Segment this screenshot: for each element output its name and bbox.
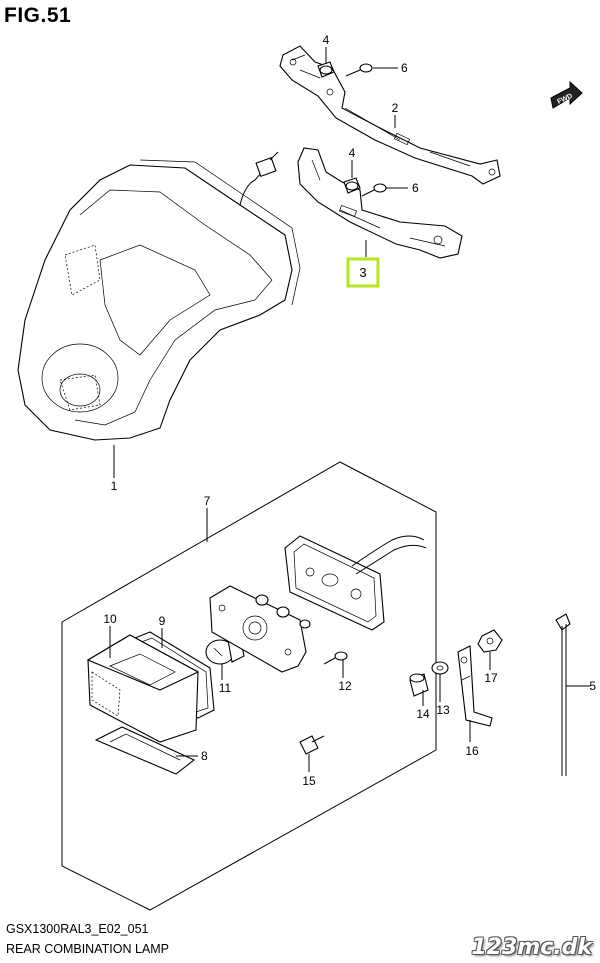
part-3-bracket: [297, 147, 463, 259]
part-1-rear-lamp: [17, 151, 301, 441]
part-4-bolt-upper: [317, 61, 335, 78]
callout-8: 8: [201, 749, 208, 763]
callout-11: 11: [219, 681, 232, 695]
callout-3: 3: [359, 265, 366, 280]
diagram-name: REAR COMBINATION LAMP: [6, 942, 169, 956]
callout-4-upper: 4: [323, 33, 330, 47]
part-5-cable-tie: [555, 613, 571, 776]
part-12-screw: [323, 651, 348, 665]
part-4-bolt-lower: [343, 177, 361, 194]
callout-4-lower: 4: [349, 146, 356, 160]
part-13-washer: [431, 661, 449, 675]
callout-7: 7: [204, 494, 211, 508]
figure-title: FIG.51: [4, 4, 72, 27]
callout-12: 12: [338, 679, 352, 693]
part-16-bracket: [457, 645, 493, 727]
fwd-arrow-icon: FWD: [550, 80, 583, 109]
callout-3-highlight: [346, 257, 380, 288]
watermark-logo: 123mc.dk: [471, 935, 592, 960]
part-7-license-lamp-assembly-frame: [61, 461, 437, 911]
callout-10: 10: [103, 612, 117, 626]
callout-9: 9: [159, 614, 166, 628]
diagram-code: GSX1300RAL3_E02_051: [6, 922, 149, 936]
callout-13: 13: [436, 703, 450, 717]
callout-6-lower: 6: [412, 181, 419, 195]
leader-lines: [109, 47, 590, 772]
lamp-socket-base: [209, 585, 311, 673]
callout-5: 5: [589, 679, 596, 693]
callout-6-upper: 6: [401, 61, 408, 75]
callout-labels: 1 2 3 4 4 5 6 6 7 8 9 10 11 12 13 14 15 …: [103, 33, 596, 788]
callout-15: 15: [302, 774, 316, 788]
part-6-screw-lower: [361, 183, 387, 197]
part-10-lens: [86, 634, 200, 743]
part-14-collar: [409, 673, 429, 697]
part-15-bolt: [299, 735, 325, 755]
callout-16: 16: [465, 744, 479, 758]
callout-17: 17: [484, 671, 498, 685]
part-17-nut: [477, 629, 503, 653]
callout-1: 1: [111, 479, 118, 493]
cable-gasket: [284, 535, 427, 631]
callout-14: 14: [416, 707, 430, 721]
callout-2: 2: [392, 101, 399, 115]
part-8-plate: [94, 726, 196, 775]
part-6-screw-upper: [345, 63, 373, 77]
